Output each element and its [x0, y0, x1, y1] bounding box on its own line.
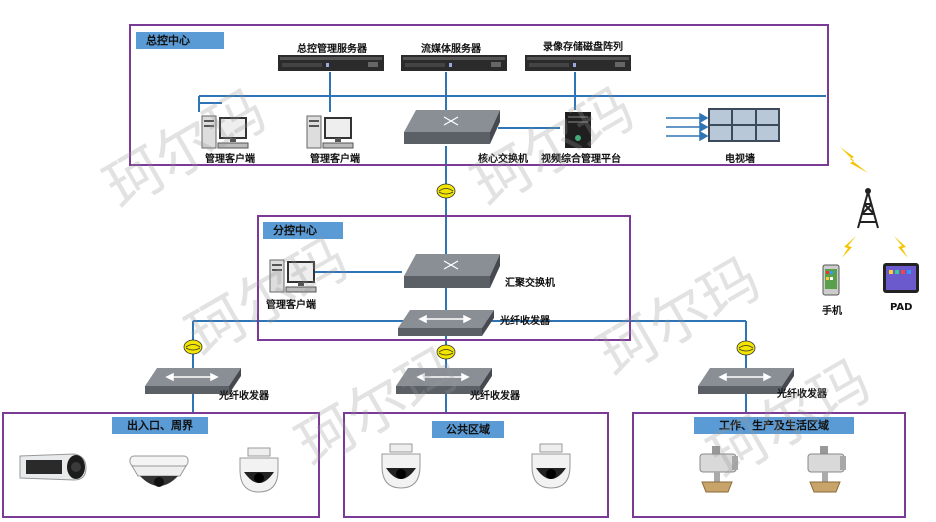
phone-label: 手机	[822, 306, 842, 317]
rack-server-icon	[401, 55, 507, 71]
entrance-zone	[2, 412, 320, 518]
bullet-camera-icon	[19, 453, 87, 481]
fiber-mid-label: 光纤收发器	[470, 391, 520, 402]
work-zone	[632, 412, 906, 518]
dome-camera-icon	[129, 455, 189, 487]
fiber-left-label: 光纤收发器	[219, 391, 269, 402]
tv-wall-label: 电视墙	[725, 154, 755, 165]
entrance-zone-title: 出入口、周界	[112, 417, 208, 434]
explosion-proof-camera-icon	[807, 446, 846, 493]
tv-wall-icon	[708, 108, 780, 142]
master-zone-title: 总控中心	[136, 32, 224, 49]
public-zone	[343, 412, 609, 518]
fiber-center-label: 光纤收发器	[500, 316, 550, 327]
video-platform-label: 视频综合管理平台	[541, 154, 621, 165]
signal-bolt-icon	[894, 236, 908, 258]
rack-server-icon	[278, 55, 384, 71]
speed-dome-camera-icon	[531, 443, 571, 489]
signal-bolt-icon	[840, 147, 868, 173]
sub-control-zone	[257, 215, 631, 341]
client-1-label: 管理客户端	[205, 154, 255, 165]
speed-dome-camera-icon	[239, 447, 279, 493]
master-control-zone	[129, 24, 829, 166]
fiber-transceiver-icon	[396, 368, 492, 394]
network-switch-icon	[404, 110, 500, 144]
fiber-transceiver-icon	[145, 368, 241, 394]
desktop-client-icon	[201, 115, 249, 149]
rack-server-icon	[525, 55, 631, 71]
fiber-node-icon	[436, 183, 456, 199]
tower-icon	[857, 188, 879, 229]
pad-label: PAD	[890, 302, 913, 313]
tablet-icon	[883, 263, 919, 293]
fiber-right-label: 光纤收发器	[777, 389, 827, 400]
fiber-node-icon	[183, 339, 203, 355]
sub-client-label: 管理客户端	[266, 300, 316, 311]
signal-bolt-icon	[842, 236, 856, 258]
phone-icon	[822, 264, 840, 296]
media-server-label: 流媒体服务器	[421, 44, 481, 55]
master-server-label: 总控管理服务器	[297, 44, 367, 55]
network-switch-icon	[404, 254, 500, 288]
sub-zone-title: 分控中心	[263, 222, 343, 239]
explosion-proof-camera-icon	[699, 446, 738, 493]
client-2-label: 管理客户端	[310, 154, 360, 165]
aggregation-switch-label: 汇聚交换机	[505, 278, 555, 289]
storage-array-label: 录像存储磁盘阵列	[543, 42, 623, 53]
speed-dome-camera-icon	[381, 443, 421, 489]
fiber-transceiver-icon	[698, 368, 794, 394]
public-zone-title: 公共区域	[432, 421, 504, 438]
core-switch-label: 核心交换机	[478, 154, 528, 165]
fiber-transceiver-icon	[398, 310, 494, 336]
fiber-node-icon	[436, 344, 456, 360]
platform-server-icon	[565, 112, 591, 148]
fiber-node-icon	[736, 340, 756, 356]
desktop-client-icon	[269, 259, 317, 293]
desktop-client-icon	[306, 115, 354, 149]
work-zone-title: 工作、生产及生活区域	[694, 417, 854, 434]
